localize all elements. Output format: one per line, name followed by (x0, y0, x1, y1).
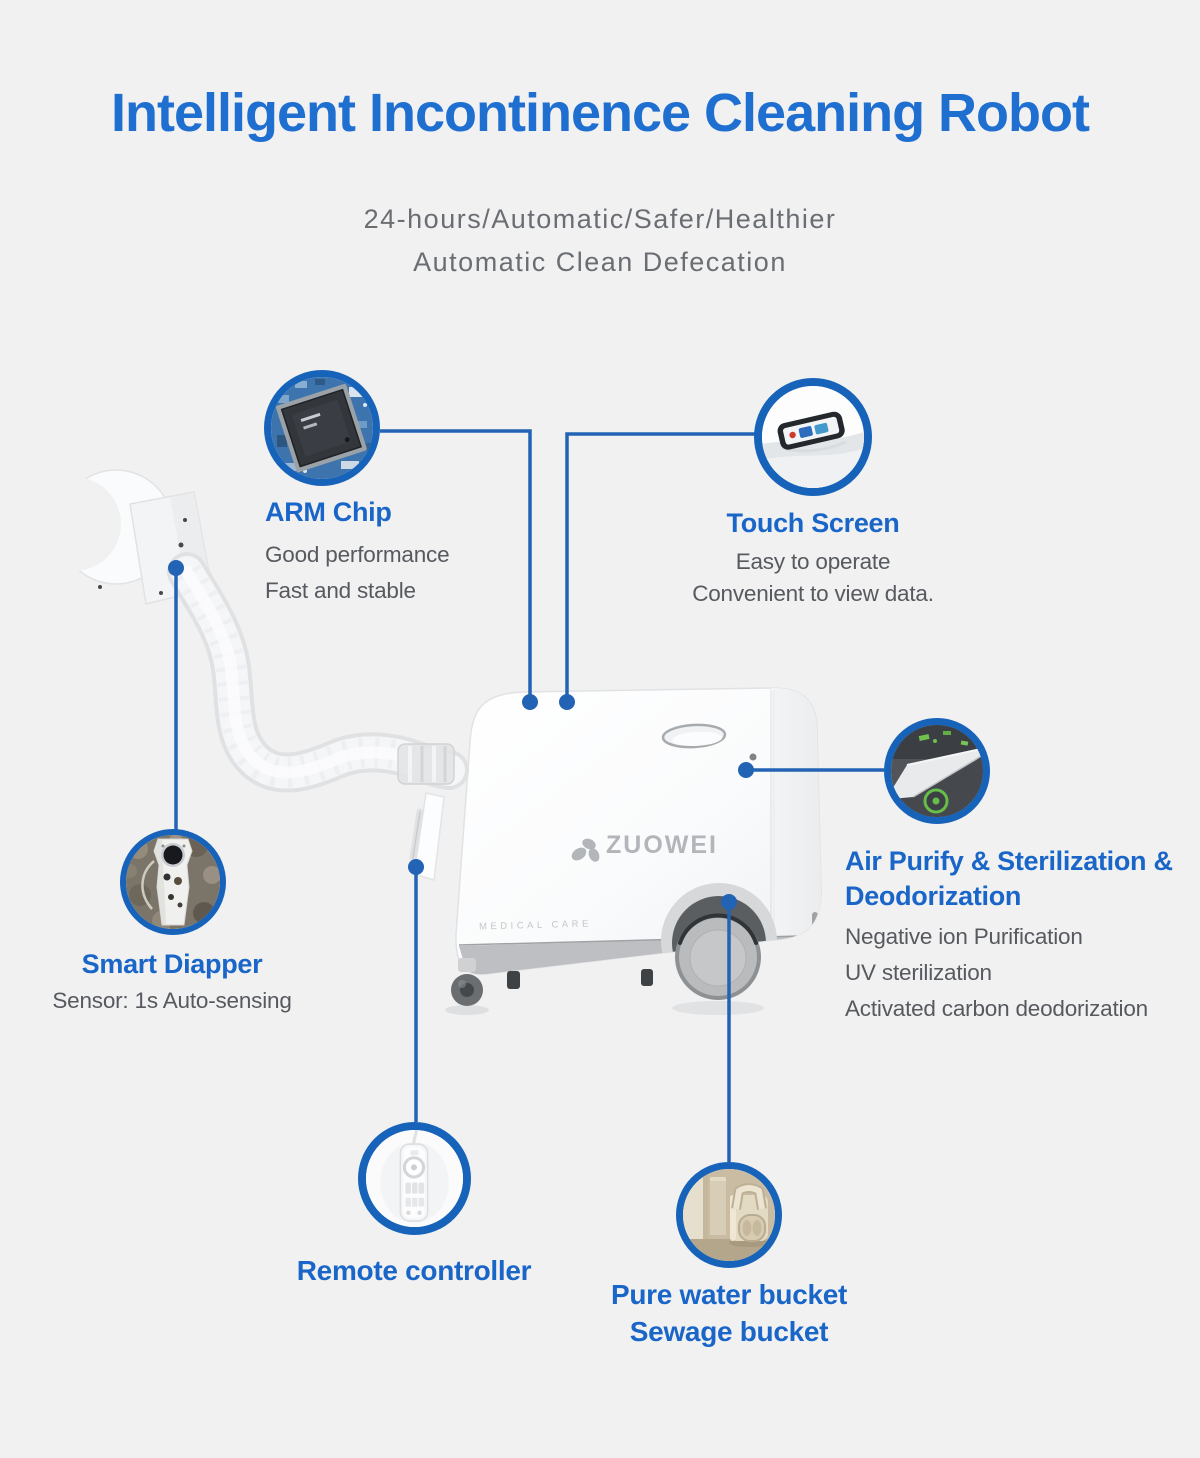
callout-air-purify: Air Purify & Sterilization & Deodorizati… (845, 844, 1185, 1027)
remote-controller-photo (366, 1130, 463, 1227)
callout-remote-controller: Remote controller (254, 1254, 574, 1288)
wheel-shadow (672, 1001, 764, 1015)
foot-peg (507, 971, 520, 989)
subtitle-line-1: 24-hours/Automatic/Safer/Healthier (363, 204, 837, 234)
hose-connector (397, 743, 455, 785)
air-purify-photo-circle (884, 718, 990, 824)
buckets-title-line-2: Sewage bucket (629, 1316, 829, 1347)
buckets-photo (683, 1169, 775, 1261)
buckets-photo-circle (676, 1162, 782, 1268)
callout-buckets: Pure water bucket Sewage bucket (569, 1276, 889, 1350)
callout-smart-diapper: Smart Diapper Sensor: 1s Auto-sensing (12, 947, 332, 1017)
air-purify-title-line-1: Air Purify & Sterilization & (845, 846, 1173, 876)
buckets-title-line-1: Pure water bucket (610, 1279, 848, 1310)
brand-petals-icon (567, 834, 603, 869)
touch-screen-line: Convenient to view data. (692, 581, 934, 606)
touch-screen-title: Touch Screen (726, 508, 900, 538)
remote-holder-clip (409, 792, 445, 881)
subtitle: 24-hours/Automatic/Safer/Healthier Autom… (0, 198, 1200, 284)
arm-chip-photo-circle (264, 370, 380, 486)
door-groove (812, 912, 818, 962)
air-purify-photo (891, 725, 983, 817)
air-purify-line: Negative ion Purification (845, 924, 1083, 949)
arm-chip-line: Fast and stable (265, 578, 416, 603)
foot-peg (641, 969, 653, 986)
arm-chip-title: ARM Chip (265, 497, 392, 527)
air-purify-title-line-2: Deodorization (845, 881, 1022, 911)
caster-wheel (451, 958, 483, 1006)
smart-diapper-photo-circle (120, 829, 226, 935)
brand-logo-text: ZUOWEI (606, 831, 718, 859)
subtitle-line-2: Automatic Clean Defecation (413, 247, 787, 277)
remote-controller-title: Remote controller (296, 1255, 532, 1286)
connector-lines (174, 429, 884, 1162)
robot-arm-claw (27, 469, 213, 605)
air-purify-line: UV sterilization (845, 960, 992, 985)
touch-screen-line: Easy to operate (735, 549, 891, 574)
smart-diapper-line: Sensor: 1s Auto-sensing (52, 988, 292, 1013)
air-purify-line: Activated carbon deodorization (845, 996, 1148, 1021)
touch-screen-photo-circle (754, 378, 872, 496)
connector-dots (168, 560, 754, 910)
carry-handle (661, 723, 727, 749)
side-door-panel (772, 687, 822, 946)
touch-screen-photo (762, 386, 864, 488)
arm-chip-line: Good performance (265, 542, 450, 567)
smart-diapper-photo (126, 835, 220, 929)
callout-touch-screen: Touch Screen Easy to operate Convenient … (653, 506, 973, 610)
indicator-hole (749, 753, 757, 761)
page-title: Intelligent Incontinence Cleaning Robot (110, 83, 1090, 143)
arm-chip-photo (271, 377, 373, 479)
caster-shadow (445, 1005, 489, 1015)
main-wheel (675, 913, 761, 1000)
smart-diapper-title: Smart Diapper (81, 949, 263, 979)
callout-arm-chip: ARM Chip Good performance Fast and stabl… (265, 495, 585, 609)
remote-controller-photo-circle (358, 1122, 471, 1235)
